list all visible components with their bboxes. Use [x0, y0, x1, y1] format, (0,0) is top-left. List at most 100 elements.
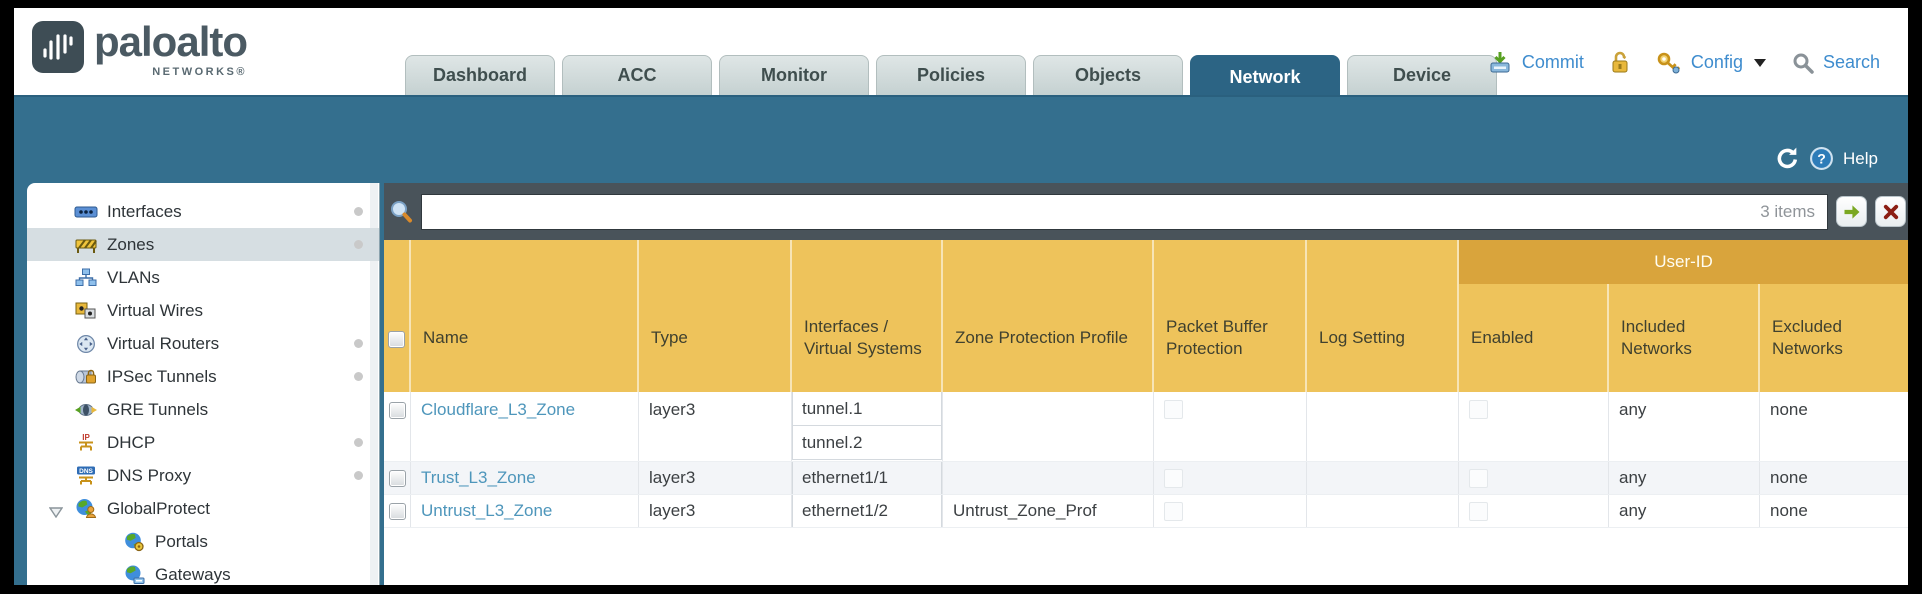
- gre-tunnels-icon: [73, 400, 99, 420]
- row-checkbox[interactable]: [388, 469, 406, 487]
- user-id-enabled-cell: [1459, 495, 1609, 527]
- config-button[interactable]: Config: [1690, 52, 1743, 72]
- packet-buffer-checkbox[interactable]: [1164, 468, 1183, 488]
- config-icon[interactable]: [1656, 51, 1682, 75]
- select-all-checkbox[interactable]: [388, 330, 405, 348]
- column-header-included-networks[interactable]: Included Networks: [1609, 240, 1760, 392]
- sidebar-item-ipsec-tunnels[interactable]: IPSec Tunnels: [27, 360, 379, 393]
- items-count: 3 items: [1760, 201, 1815, 221]
- sidebar-item-virtual-wires[interactable]: Virtual Wires: [27, 294, 379, 327]
- filter-toolbar: 3 items: [384, 183, 1908, 240]
- filter-field: 3 items: [421, 193, 1828, 230]
- column-header-zone-protection-profile[interactable]: Zone Protection Profile: [943, 240, 1154, 392]
- filter-search-icon[interactable]: [389, 200, 413, 224]
- search-button[interactable]: Search: [1822, 52, 1880, 72]
- sidebar-item-portals[interactable]: Portals: [27, 525, 379, 558]
- row-checkbox[interactable]: [388, 502, 406, 520]
- interface-item[interactable]: tunnel.2: [792, 425, 942, 460]
- tab-network[interactable]: Network: [1190, 55, 1340, 99]
- sidebar-item-label: Interfaces: [107, 201, 182, 221]
- packet-buffer-cell: [1154, 462, 1307, 494]
- row-checkbox-cell: [384, 392, 411, 461]
- expand-triangle-icon[interactable]: [48, 503, 64, 523]
- included-networks-cell: any: [1609, 462, 1760, 494]
- tab-dashboard[interactable]: Dashboard: [405, 55, 555, 95]
- column-header-type[interactable]: Type: [639, 240, 792, 392]
- row-checkbox[interactable]: [388, 402, 406, 419]
- sidebar-item-globalprotect[interactable]: GlobalProtect: [27, 492, 379, 525]
- zone-link[interactable]: Trust_L3_Zone: [421, 468, 536, 487]
- commit-icon[interactable]: [1487, 50, 1513, 75]
- tab-objects[interactable]: Objects: [1033, 55, 1183, 95]
- sidebar-item-interfaces[interactable]: Interfaces: [27, 195, 379, 228]
- interfaces-icon: [73, 202, 99, 222]
- sidebar-item-zones[interactable]: Zones: [27, 228, 379, 261]
- user-id-enabled-checkbox[interactable]: [1469, 501, 1488, 521]
- sidebar-item-dhcp[interactable]: IP DHCP: [27, 426, 379, 459]
- ipsec-tunnels-icon: [73, 367, 99, 387]
- sidebar-item-label: VLANs: [107, 267, 160, 287]
- red-x-icon: [1883, 204, 1898, 219]
- zone-link[interactable]: Cloudflare_L3_Zone: [421, 400, 576, 419]
- excluded-networks-cell: none: [1770, 501, 1808, 520]
- band-actions: ? Help: [1775, 146, 1878, 171]
- portals-icon: [121, 532, 147, 552]
- svg-text:IP: IP: [82, 433, 90, 442]
- help-label[interactable]: Help: [1843, 148, 1878, 168]
- content-area: Interfaces Zones VLANs Vir: [14, 183, 1908, 585]
- user-id-enabled-checkbox[interactable]: [1469, 400, 1488, 419]
- interfaces-cell: ethernet1/1: [792, 462, 943, 494]
- sidebar-item-virtual-routers[interactable]: Virtual Routers: [27, 327, 379, 360]
- column-header-log-setting[interactable]: Log Setting: [1307, 240, 1459, 392]
- lock-icon[interactable]: [1610, 51, 1630, 75]
- zone-name-cell: Untrust_L3_Zone: [411, 495, 639, 527]
- sidebar-item-dns-proxy[interactable]: DNS DNS Proxy: [27, 459, 379, 492]
- sidebar-item-gateways[interactable]: Gateways: [27, 558, 379, 585]
- tab-acc[interactable]: ACC: [562, 55, 712, 95]
- status-dot: [354, 372, 363, 381]
- included-networks-cell: any: [1609, 495, 1760, 527]
- column-header-enabled[interactable]: Enabled: [1459, 240, 1609, 392]
- table-empty-area: [384, 528, 1908, 585]
- commit-button[interactable]: Commit: [1521, 52, 1584, 72]
- interface-item[interactable]: ethernet1/2: [792, 495, 942, 527]
- header-checkbox-cell: [384, 240, 411, 392]
- interfaces-cell: tunnel.1 tunnel.2: [792, 392, 943, 461]
- table-header: Name Type Interfaces / Virtual Systems Z…: [384, 240, 1908, 392]
- sidebar-item-vlans[interactable]: VLANs: [27, 261, 379, 294]
- svg-text:DNS: DNS: [79, 467, 93, 474]
- column-header-interfaces[interactable]: Interfaces / Virtual Systems: [792, 240, 943, 392]
- zone-link[interactable]: Untrust_L3_Zone: [421, 501, 553, 520]
- log-setting-cell: [1307, 462, 1459, 494]
- search-icon[interactable]: [1792, 52, 1814, 74]
- interface-item[interactable]: tunnel.1: [792, 392, 942, 426]
- tab-device[interactable]: Device: [1347, 55, 1497, 95]
- paloalto-logo: paloalto NETWORKS®: [32, 21, 248, 78]
- interface-item[interactable]: ethernet1/1: [792, 462, 942, 494]
- help-icon[interactable]: ?: [1809, 146, 1834, 171]
- waveform-icon: [43, 34, 73, 60]
- sidebar-scrollbar[interactable]: [370, 183, 378, 585]
- row-checkbox-cell: [384, 495, 411, 527]
- column-header-packet-buffer-protection[interactable]: Packet Buffer Protection: [1154, 240, 1307, 392]
- log-setting-cell: [1307, 495, 1459, 527]
- user-id-group-header: User-ID: [1459, 240, 1908, 284]
- dns-proxy-icon: DNS: [73, 466, 99, 486]
- tab-monitor[interactable]: Monitor: [719, 55, 869, 95]
- column-header-name[interactable]: Name: [411, 240, 639, 392]
- user-id-enabled-checkbox[interactable]: [1469, 468, 1488, 488]
- sidebar-item-label: Portals: [155, 531, 208, 551]
- sidebar-item-gre-tunnels[interactable]: GRE Tunnels: [27, 393, 379, 426]
- packet-buffer-checkbox[interactable]: [1164, 501, 1183, 521]
- user-id-enabled-cell: [1459, 462, 1609, 494]
- tab-policies[interactable]: Policies: [876, 55, 1026, 95]
- clear-filter-button[interactable]: [1875, 196, 1906, 227]
- sidebar-item-label: GlobalProtect: [107, 498, 210, 518]
- refresh-icon[interactable]: [1775, 146, 1800, 171]
- column-header-excluded-networks[interactable]: Excluded Networks: [1772, 316, 1843, 358]
- packet-buffer-checkbox[interactable]: [1164, 400, 1183, 419]
- config-dropdown-caret[interactable]: [1753, 58, 1766, 67]
- apply-filter-button[interactable]: [1836, 196, 1867, 227]
- status-dot: [354, 339, 363, 348]
- filter-input[interactable]: [430, 194, 1761, 229]
